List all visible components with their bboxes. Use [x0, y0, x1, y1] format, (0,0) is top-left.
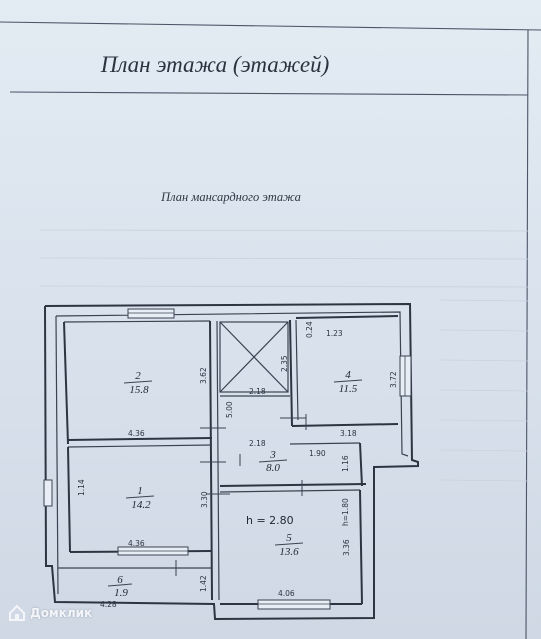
window-room-2: [127, 308, 175, 319]
svg-text:6: 6: [117, 574, 123, 586]
window-room-5: [257, 599, 331, 610]
svg-text:5: 5: [286, 532, 292, 544]
dim-label: 4.36: [128, 539, 145, 548]
dim-label: 3.72: [389, 371, 398, 388]
dim-label: 1.16: [341, 455, 350, 472]
room-label-4: 4 11.5: [333, 369, 363, 395]
dim-label: 4.06: [278, 589, 295, 598]
room-label-1: 1 14.2: [125, 485, 155, 511]
svg-text:11.5: 11.5: [339, 383, 358, 395]
svg-text:1: 1: [137, 485, 143, 497]
svg-text:8.0: 8.0: [266, 462, 280, 474]
watermark: Домклик: [8, 603, 92, 623]
ceiling-height-note: h = 2.80: [246, 514, 294, 527]
svg-text:15.8: 15.8: [129, 384, 149, 396]
room-label-5: 5 13.6: [274, 532, 304, 558]
door-marks: [175, 414, 307, 576]
dim-label: h=1.80: [341, 498, 350, 526]
right-border-line: [525, 29, 529, 639]
watermark-text: Домклик: [30, 606, 93, 620]
dim-label: 1.90: [309, 449, 326, 458]
dim-label: 3.30: [200, 491, 209, 508]
dim-label: 1.23: [326, 329, 343, 338]
dim-label: 3.18: [340, 429, 357, 438]
plan-subtitle: План мансардного этажа: [161, 190, 301, 204]
svg-text:14.2: 14.2: [131, 499, 151, 511]
dim-label: 3.36: [342, 539, 351, 556]
dim-label: 4.36: [128, 429, 145, 438]
svg-text:3: 3: [269, 449, 276, 461]
dim-label: 1.14: [77, 479, 86, 496]
dim-label: 2.35: [280, 355, 289, 372]
dim-label: 3.62: [199, 367, 208, 384]
stairwell: [219, 321, 289, 393]
document-title: План этажа (этажей): [100, 52, 330, 77]
home-logo-icon: [9, 604, 25, 621]
windows: [43, 308, 412, 610]
interior-walls: [58, 315, 399, 605]
room-label-2: 2 15.8: [123, 370, 153, 396]
dim-label: 1.42: [199, 575, 208, 592]
dim-label: 2.18: [249, 387, 266, 396]
top-border-line: [0, 21, 541, 31]
svg-text:2: 2: [135, 370, 141, 382]
window-room-4: [399, 355, 412, 397]
svg-text:13.6: 13.6: [279, 546, 299, 558]
dim-label: 5.00: [225, 401, 234, 418]
dim-label: 0.24: [305, 321, 314, 338]
form-rulings: [39, 229, 529, 482]
svg-text:1.9: 1.9: [114, 587, 128, 599]
dim-label: 2.18: [249, 439, 266, 448]
svg-text:4: 4: [345, 369, 351, 381]
title-underline: [9, 91, 529, 96]
room-label-6: 6 1.9: [107, 574, 133, 599]
dim-label: 4.28: [100, 600, 117, 609]
room-label-3: 3 8.0: [258, 449, 288, 474]
window-left: [43, 479, 53, 507]
